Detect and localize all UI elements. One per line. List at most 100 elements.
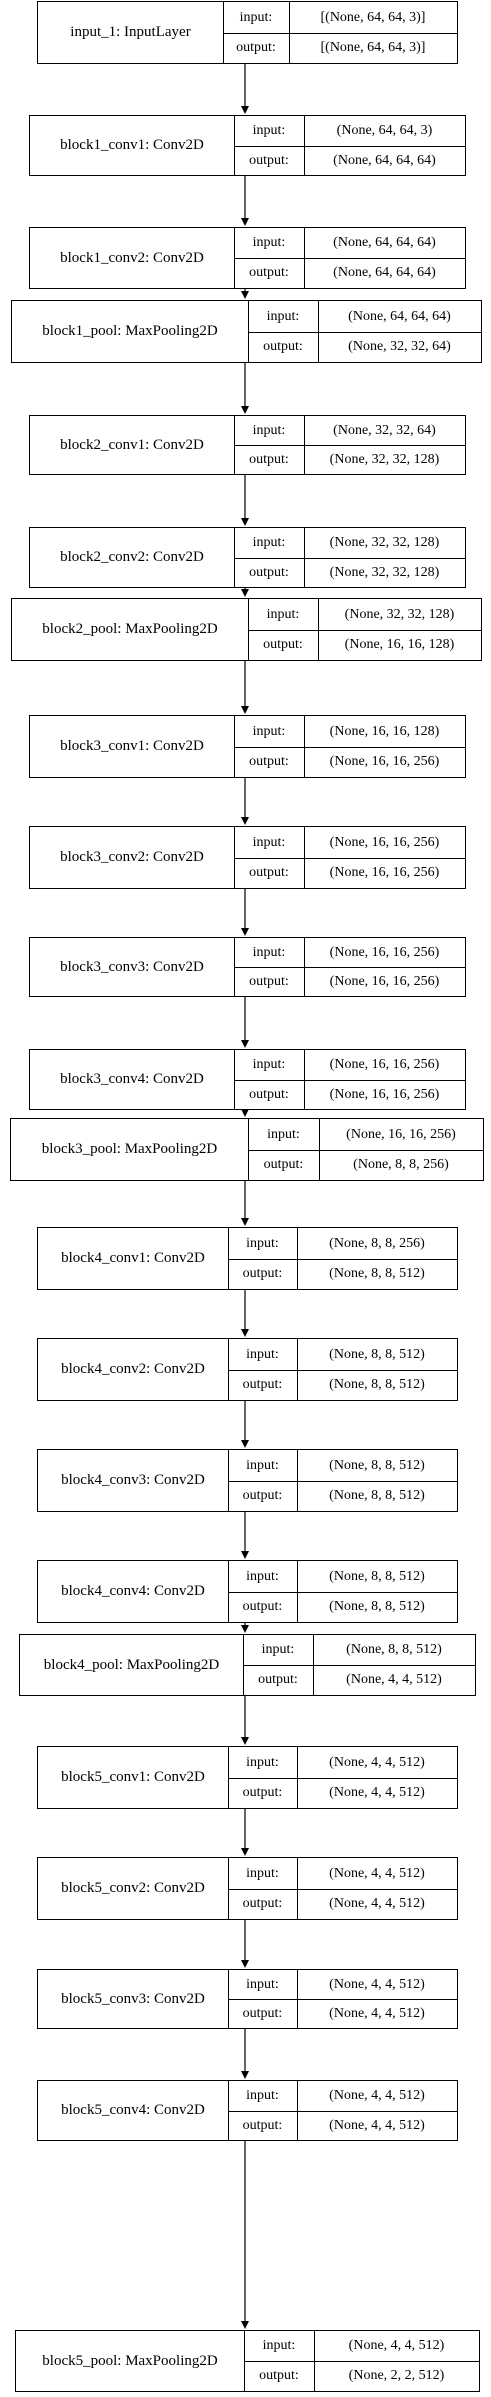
node-divider: [228, 1747, 229, 1808]
node-divider: [228, 1999, 457, 2000]
node-divider: [228, 2111, 457, 2112]
edge-arrowhead: [241, 706, 249, 714]
output-port-label: output:: [249, 754, 289, 769]
input-port-label: input:: [252, 235, 286, 250]
input-port-label: input:: [246, 1754, 279, 1770]
input-shape: (None, 4, 4, 512): [329, 1976, 425, 1992]
layer-name: block5_conv3: Conv2D: [61, 1990, 205, 2007]
output-port-label: output:: [242, 1266, 283, 1281]
input-shape: (None, 8, 8, 512): [329, 1346, 425, 1362]
node-divider: [223, 33, 457, 34]
node-divider: [289, 2, 290, 63]
edge-arrowhead: [241, 928, 249, 936]
output-shape: (None, 16, 16, 256): [329, 865, 440, 880]
input-port-label: input:: [246, 1346, 279, 1362]
input-port-label: input:: [266, 606, 300, 622]
layer-name: block5_conv1: Conv2D: [61, 1769, 205, 1785]
node-divider: [248, 599, 249, 660]
layer-name: block3_conv2: Conv2D: [60, 849, 204, 865]
input-port-label: input:: [252, 535, 286, 550]
node-divider: [248, 1119, 249, 1180]
node-divider: [223, 2, 224, 63]
input-port-label: input:: [239, 9, 273, 25]
node-divider: [228, 1778, 457, 1779]
input-shape: (None, 16, 16, 256): [329, 944, 440, 960]
output-port-label: output:: [249, 265, 289, 280]
node-divider: [244, 2361, 479, 2362]
output-shape: (None, 32, 32, 128): [329, 451, 440, 467]
output-shape: (None, 64, 64, 64): [333, 265, 436, 280]
layer-name: block3_conv4: Conv2D: [60, 1071, 204, 1087]
edge-arrowhead: [241, 1440, 249, 1448]
output-port-label: output:: [249, 973, 289, 989]
input-shape: (None, 4, 4, 512): [329, 1865, 425, 1881]
input-port-label: input:: [246, 1865, 279, 1881]
output-port-label: output:: [259, 2368, 299, 2383]
output-shape: (None, 8, 8, 512): [329, 1266, 425, 1281]
node-divider: [248, 332, 481, 333]
output-shape: (None, 8, 8, 512): [329, 1377, 425, 1392]
input-port-label: input:: [252, 123, 286, 138]
node-divider: [297, 2081, 298, 2140]
input-port-label: input:: [266, 308, 300, 324]
input-shape: (None, 16, 16, 256): [329, 834, 440, 850]
output-port-label: output:: [242, 2005, 283, 2021]
output-port-label: output:: [242, 1785, 283, 1800]
input-port-label: input:: [246, 1976, 279, 1992]
input-shape: (None, 32, 32, 128): [344, 606, 455, 622]
output-port-label: output:: [258, 1672, 298, 1687]
edge-arrowhead: [241, 1960, 249, 1968]
edge-arrowhead: [241, 1625, 249, 1633]
output-shape: (None, 32, 32, 64): [348, 339, 451, 354]
input-shape: (None, 32, 32, 128): [329, 535, 440, 550]
input-shape: (None, 8, 8, 512): [329, 1457, 425, 1473]
node-divider: [297, 1450, 298, 1511]
input-port-label: input:: [246, 1568, 279, 1584]
node-divider: [234, 445, 465, 446]
input-port-label: input:: [246, 1235, 279, 1251]
output-port-label: output:: [249, 865, 289, 880]
output-shape: (None, 4, 4, 512): [329, 1785, 425, 1800]
node-divider: [234, 116, 235, 175]
edge-arrowhead: [241, 1040, 249, 1048]
output-shape: (None, 8, 8, 512): [329, 1488, 425, 1503]
input-shape: (None, 4, 4, 512): [329, 2088, 425, 2103]
node-divider: [228, 1450, 229, 1511]
node-divider: [228, 1561, 229, 1622]
input-shape: (None, 16, 16, 128): [329, 723, 440, 739]
node-divider: [228, 1889, 457, 1890]
layer-name: block2_pool: MaxPooling2D: [42, 621, 218, 637]
node-divider: [228, 1592, 457, 1593]
layer-name: block4_conv2: Conv2D: [61, 1361, 205, 1377]
node-divider: [234, 258, 465, 259]
edge-arrowhead: [241, 817, 249, 825]
output-port-label: output:: [249, 451, 289, 467]
node-divider: [234, 716, 235, 777]
input-shape: (None, 8, 8, 512): [329, 1568, 425, 1584]
layer-name: block3_conv3: Conv2D: [60, 958, 204, 975]
input-port-label: input:: [252, 422, 286, 438]
node-divider: [234, 858, 465, 859]
input-shape: (None, 32, 32, 64): [333, 422, 436, 438]
output-shape: (None, 32, 32, 128): [329, 564, 440, 580]
node-divider: [234, 528, 235, 587]
output-shape: (None, 4, 4, 512): [329, 1896, 425, 1911]
layer-node: block5_conv3: Conv2D input: output: (None, …: [37, 1969, 458, 2029]
input-shape: (None, 4, 4, 512): [329, 1754, 425, 1770]
layer-name: input_1: InputLayer: [70, 24, 191, 40]
output-port-label: output:: [242, 1488, 283, 1503]
output-shape: (None, 2, 2, 512): [348, 2368, 445, 2383]
